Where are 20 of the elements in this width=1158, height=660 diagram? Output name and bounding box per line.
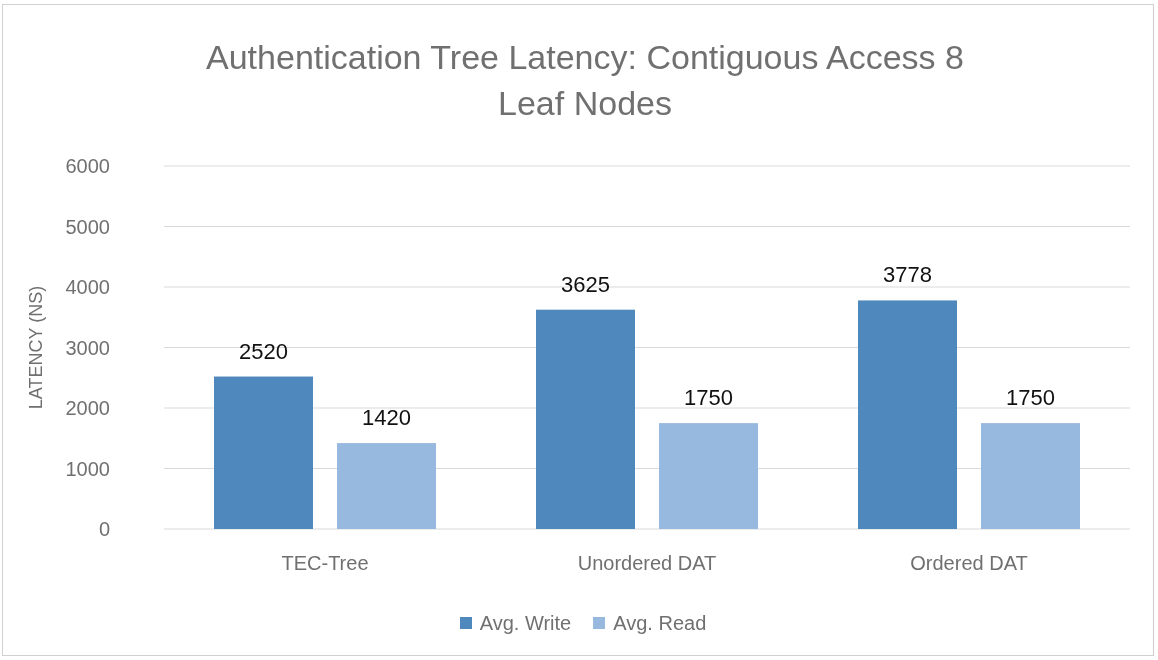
data-label: 1750 (684, 385, 733, 411)
data-label: 2520 (239, 338, 288, 364)
category-label: Ordered DAT (910, 552, 1028, 574)
data-label: 3625 (561, 271, 610, 297)
y-tick-label: 5000 (65, 215, 110, 238)
legend-label: Avg. Write (479, 611, 572, 636)
y-tick-label: 2000 (65, 397, 110, 419)
chart-title: Authentication Tree Latency: Contiguous Access 8 Leaf Nodes (205, 37, 965, 124)
y-tick-label: 6000 (65, 155, 110, 177)
data-label: 1750 (1006, 385, 1055, 411)
y-axis-title: LATENCY (NS) (26, 285, 46, 410)
y-tick-label: 0 (98, 518, 110, 540)
legend-label: Avg. Read (613, 611, 707, 636)
category-label: TEC-Tree (281, 552, 369, 574)
y-tick-label: 3000 (65, 336, 110, 359)
data-label: 1420 (362, 405, 411, 431)
y-tick-label: 4000 (65, 276, 110, 298)
data-label: 3778 (883, 262, 932, 288)
category-label: Unordered DAT (577, 552, 717, 574)
y-tick-label: 1000 (65, 457, 110, 480)
